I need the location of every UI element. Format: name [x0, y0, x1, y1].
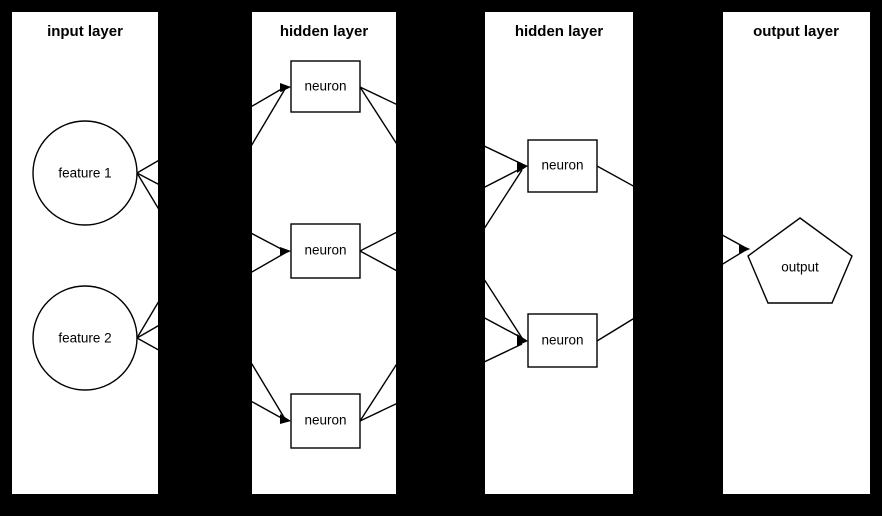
edge-h2-neuron-2-to-output-node [596, 245, 750, 342]
node-h1-neuron-2[interactable]: neuron [290, 223, 361, 279]
feature-1-label: feature 1 [58, 166, 111, 181]
lane-panel-input-layer [12, 12, 158, 494]
lane-title-input-layer: input layer [47, 23, 123, 40]
node-h2-neuron-2[interactable]: neuron [527, 313, 598, 368]
nodes: feature 1 feature 2 neuron neuron neuron… [32, 60, 853, 449]
edge-feature-2-to-h1-neuron-2 [136, 248, 291, 339]
lane-title-hidden-layer-1: hidden layer [280, 23, 369, 40]
feature-2-ellipse[interactable] [32, 285, 138, 391]
lane-title-output-layer: output layer [753, 23, 839, 40]
output-node-label: output [781, 260, 819, 275]
edge-h1-neuron-3-to-h2-neuron-2 [359, 338, 528, 422]
edge-feature-2-to-h1-neuron-1 [136, 83, 291, 339]
edge-h1-neuron-3-to-h2-neuron-1 [359, 164, 528, 422]
edges [136, 83, 750, 424]
h1-neuron-2-label: neuron [304, 243, 346, 258]
node-h1-neuron-1[interactable]: neuron [290, 60, 361, 113]
h2-neuron-1-label: neuron [541, 158, 583, 173]
lane-title-hidden-layer-2: hidden layer [515, 23, 604, 40]
node-h2-neuron-1[interactable]: neuron [527, 139, 598, 193]
node-feature-2[interactable]: feature 2 [32, 285, 138, 391]
h2-neuron-2-rect[interactable] [527, 313, 598, 368]
h1-neuron-2-rect[interactable] [290, 223, 361, 279]
feature-1-ellipse[interactable] [32, 120, 138, 226]
h1-neuron-3-rect[interactable] [290, 393, 361, 449]
node-output-node[interactable]: output [747, 217, 853, 304]
h1-neuron-1-label: neuron [304, 79, 346, 94]
edge-feature-2-to-h1-neuron-3 [136, 337, 291, 424]
h2-neuron-1-rect[interactable] [527, 139, 598, 193]
h2-neuron-2-label: neuron [541, 333, 583, 348]
h1-neuron-3-label: neuron [304, 413, 346, 428]
feature-2-label: feature 2 [58, 331, 111, 346]
node-feature-1[interactable]: feature 1 [32, 120, 138, 226]
h1-neuron-1-rect[interactable] [290, 60, 361, 113]
lane-titles: input layer hidden layer hidden layer ou… [47, 23, 839, 40]
lane-panel-hidden-layer-2 [485, 12, 633, 494]
node-h1-neuron-3[interactable]: neuron [290, 393, 361, 449]
output-node-pentagon[interactable] [747, 217, 853, 304]
